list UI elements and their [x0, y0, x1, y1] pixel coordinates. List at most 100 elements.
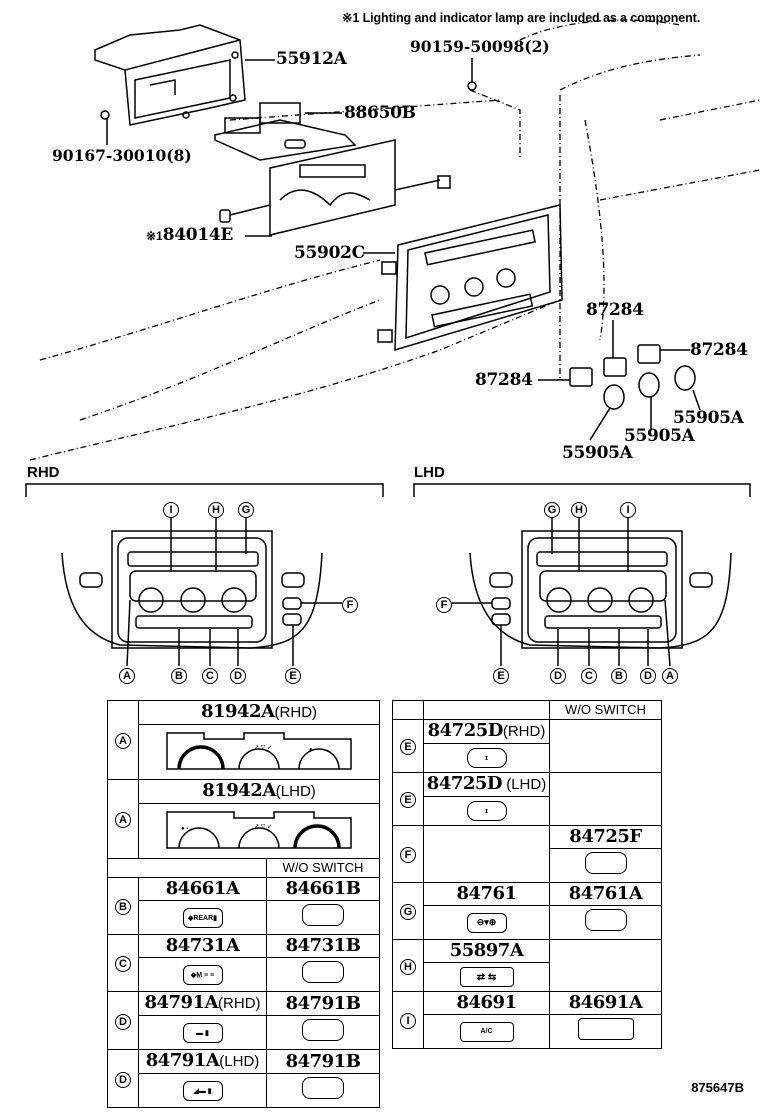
rear-defog-button-icon: ◆REAR▮ [182, 907, 223, 928]
part-84725F: 84725F [549, 825, 662, 849]
blank-button-icon [584, 909, 627, 931]
switch-button-icon: ɪ [466, 748, 507, 768]
lhd-label-I: I [620, 500, 636, 518]
table-row-A-lhd: A 81942A(LHD) [107, 779, 380, 859]
fan-button-icon: ⊖▾⊕ [466, 912, 507, 933]
table-row-H: H 55897A [392, 939, 662, 992]
lhd-bracket [413, 483, 751, 497]
table-row-I: I 84691 84691A [392, 991, 662, 1049]
callout-90159-50098: 90159-50098(2) [410, 37, 550, 56]
lhd-label-C: C [581, 666, 597, 684]
rhd-label-D: D [230, 666, 246, 684]
part-84691A: 84691A [549, 991, 662, 1015]
blank-button-icon [577, 1018, 634, 1040]
table-row-D-rhd: D 84791A(RHD) 84791B [107, 991, 380, 1050]
letter-I: I [400, 1013, 416, 1029]
svg-text:● ▪: ● ▪ [309, 747, 316, 753]
part-84691: 84691 [423, 991, 550, 1015]
part-84731A: 84731A [138, 934, 267, 958]
letter-E: E [400, 739, 416, 755]
part-84791B: 84791B [266, 991, 380, 1016]
table-row-B: B 84661A 84661B [107, 877, 380, 935]
wo-switch-header-row: W/O SWITCH [107, 858, 380, 878]
lhd-label-A: A [662, 666, 678, 684]
part-84761A: 84761A [549, 882, 662, 906]
exploded-view-drawing [29, 19, 760, 461]
table-row-C: C 84731A 84731B [107, 934, 380, 992]
switch-button-icon: ɪ [466, 801, 507, 821]
letter-A: A [115, 812, 131, 828]
seat-heater-button-icon: ▬ ▮ [182, 1022, 223, 1043]
rhd-bracket [25, 483, 384, 497]
rhd-label-G: G [238, 500, 254, 518]
lhd-label-E: E [493, 666, 509, 684]
blank-button-icon [302, 1077, 344, 1099]
part-84661A: 84661A [138, 877, 267, 901]
letter-F: F [400, 847, 416, 863]
lhd-label-H: H [571, 500, 587, 518]
bracket-drawing [94, 24, 246, 126]
table-row-D-lhd: D 84791A(LHD) 84791B [107, 1049, 380, 1108]
part-55897A: 55897A [423, 939, 550, 963]
lhd-section-title: LHD [414, 464, 445, 481]
leader-55905A-c [692, 389, 701, 411]
blank-button-icon [584, 852, 627, 874]
rhd-label-I: I [163, 500, 179, 518]
callout-55912A: 55912A [276, 49, 347, 69]
lhd-panel [452, 516, 732, 667]
letter-G: G [400, 904, 416, 920]
letter-D: D [115, 1071, 131, 1088]
letter-C: C [115, 956, 131, 972]
rhd-label-F: F [342, 595, 358, 613]
wo-switch-header: W/O SWITCH [549, 700, 662, 720]
part-84761: 84761 [423, 882, 550, 906]
blank-button-icon [302, 961, 344, 983]
letter-B: B [115, 899, 131, 915]
callout-87284-b: 87284 [586, 300, 644, 320]
letter-A: A [115, 733, 131, 749]
callout-55902C: 55902C [294, 243, 365, 263]
callout-90167-30010: 90167-30010(8) [52, 146, 192, 165]
rhd-section-title: RHD [27, 464, 60, 481]
rhd-label-E: E [285, 666, 301, 684]
control-unit-drawing [219, 139, 451, 236]
left-parts-table: A 81942A(RHD) ↗ ▽ ↙ ● ▪ A 81942A(LHD) ● … [107, 700, 380, 1108]
wo-switch-header: W/O SWITCH [266, 858, 380, 878]
callout-88650B: 88650B [344, 103, 416, 123]
lhd-label-B: B [611, 666, 627, 684]
seat-heater-button-icon: ◢▬ ▮ [182, 1080, 223, 1101]
svg-text:↗ ▽ ↙: ↗ ▽ ↙ [254, 745, 272, 751]
blank-button-icon [302, 904, 344, 926]
letter-H: H [400, 958, 416, 975]
bezel-drawing [377, 204, 563, 352]
rhd-panel [61, 516, 342, 667]
rhd-label-B: B [171, 666, 187, 684]
callout-55905A-b: 55905A [624, 426, 695, 446]
table-row-F: F 84725F [392, 825, 662, 883]
part-84791A-rhd: 84791A(RHD) [138, 991, 267, 1016]
blank-button-icon [302, 1019, 344, 1041]
lhd-label-G: G [544, 500, 560, 518]
table-row-A-rhd: A 81942A(RHD) [107, 700, 380, 780]
svg-text:↗ ▽ ↙: ↗ ▽ ↙ [254, 824, 272, 830]
part-84661B: 84661B [266, 877, 380, 901]
rhd-label-A: A [119, 666, 135, 684]
board-drawing [214, 102, 357, 161]
table-row-E-rhd: E 84725D(RHD) [392, 719, 662, 773]
recirculation-button-icon: ⇄ ⇆ [459, 967, 514, 987]
part-84791B: 84791B [266, 1049, 380, 1074]
callout-55905A-a: 55905A [562, 443, 633, 463]
footnote-mark: ※1 [146, 229, 163, 243]
part-84791A-lhd: 84791A(LHD) [138, 1049, 267, 1074]
leader-55905A-a [589, 407, 611, 441]
rhd-label-C: C [202, 666, 218, 684]
lhd-label-D1: D [550, 666, 566, 684]
part-84725D-lhd: 84725D (LHD) [423, 772, 550, 797]
part-84725D-rhd: 84725D(RHD) [423, 719, 550, 744]
panel-layout-drawings [25, 483, 751, 667]
part-84731B: 84731B [266, 934, 380, 958]
knob-drawings [603, 365, 696, 410]
rhd-dial-panel-icon: ↗ ▽ ↙ ● ▪ [138, 724, 380, 780]
component-note: ※1 Lighting and indicator lamp are inclu… [342, 11, 701, 25]
dashboard-outline [29, 19, 760, 461]
